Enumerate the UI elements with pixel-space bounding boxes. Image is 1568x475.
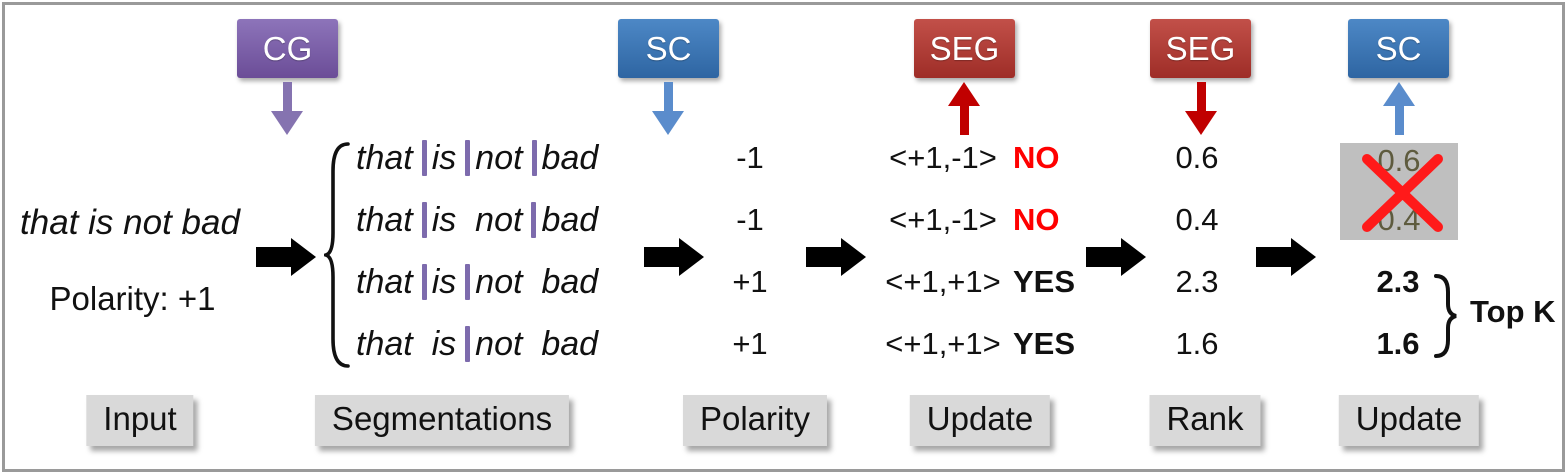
flow-arrow-icon — [1256, 238, 1316, 276]
segment-words: is — [431, 263, 457, 301]
segment-words: that — [356, 201, 413, 239]
footer-label-input: Input — [86, 395, 194, 446]
polarity-value: -1 — [736, 140, 764, 175]
input-sentence: that is not bad — [20, 203, 240, 242]
segment-separator-bar — [531, 202, 537, 238]
rank-score: 0.6 — [1175, 140, 1219, 175]
segment-separator-bar — [465, 326, 471, 362]
segment-words: bad — [541, 201, 599, 239]
segment-words: is not — [431, 201, 523, 239]
polarity-pair: <+1,+1> — [885, 326, 1001, 361]
rejected-score: 0.6 — [1377, 143, 1421, 178]
segment-separator-bar — [421, 140, 427, 176]
segment-words: that — [356, 139, 413, 177]
segment-words: not bad — [475, 325, 599, 363]
segment-words: that is — [356, 325, 457, 363]
segmentation-row: that is not bad — [356, 324, 598, 364]
polarity-value: -1 — [736, 202, 764, 237]
down-arrow-icon — [1184, 82, 1218, 135]
flow-arrow-icon — [806, 238, 866, 276]
segment-words: bad — [541, 139, 599, 177]
footer-label-rank: Rank — [1149, 395, 1261, 446]
segment-words: that — [356, 263, 413, 301]
polarity-pair: <+1,-1> — [889, 202, 997, 237]
rejected-candidates-box: 0.6 0.4 — [1340, 143, 1458, 240]
down-arrow-icon — [270, 82, 304, 135]
footer-label-segmentations: Segmentations — [314, 395, 570, 446]
down-arrow-icon — [651, 82, 685, 135]
polarity-pair: <+1,+1> — [885, 264, 1001, 299]
stage-label-sc-1: SC — [645, 29, 692, 67]
update-decision: NO — [1013, 140, 1060, 175]
up-arrow-icon — [947, 82, 981, 135]
kept-score: 2.3 — [1376, 264, 1420, 299]
update-decision: YES — [1013, 264, 1076, 299]
kept-score: 1.6 — [1376, 326, 1420, 361]
footer-label-update-2: Update — [1338, 395, 1480, 446]
flow-arrow-icon — [644, 238, 704, 276]
flow-arrow-icon — [1086, 238, 1146, 276]
flow-arrow-icon — [256, 238, 316, 276]
footer-label-polarity: Polarity — [682, 395, 828, 446]
segment-separator-bar — [531, 140, 537, 176]
segment-separator-bar — [421, 264, 427, 300]
footer-label-update-1: Update — [909, 395, 1051, 446]
stage-box-sc-2: SC — [1348, 19, 1449, 78]
segment-words: not bad — [475, 263, 599, 301]
rank-score: 1.6 — [1175, 326, 1219, 361]
up-arrow-icon — [1382, 82, 1416, 135]
polarity-value: +1 — [732, 264, 768, 299]
rank-score: 2.3 — [1175, 264, 1219, 299]
update-decision: NO — [1013, 202, 1060, 237]
stage-box-seg-2: SEG — [1150, 19, 1251, 78]
left-curly-brace — [319, 141, 352, 374]
update-decision: YES — [1013, 326, 1076, 361]
polarity-value: +1 — [732, 326, 768, 361]
stage-box-sc-1: SC — [618, 19, 719, 78]
stage-label-cg: CG — [262, 29, 313, 67]
rejected-score: 0.4 — [1377, 202, 1421, 237]
segment-separator-bar — [465, 140, 471, 176]
rank-score: 0.4 — [1175, 202, 1219, 237]
segment-words: is — [431, 139, 457, 177]
top-k-label: Top K — [1470, 294, 1556, 329]
segment-separator-bar — [421, 202, 427, 238]
stage-box-cg: CG — [237, 19, 338, 78]
stage-label-sc-2: SC — [1375, 29, 1422, 67]
segment-separator-bar — [465, 264, 471, 300]
right-curly-brace — [1433, 274, 1459, 363]
polarity-pair: <+1,-1> — [889, 140, 997, 175]
stage-label-seg-2: SEG — [1165, 29, 1236, 67]
segment-words: not — [475, 139, 523, 177]
segmentation-row: that is not bad — [356, 200, 598, 240]
stage-label-seg-1: SEG — [929, 29, 1000, 67]
input-polarity: Polarity: +1 — [49, 280, 216, 317]
stage-box-seg-1: SEG — [914, 19, 1015, 78]
